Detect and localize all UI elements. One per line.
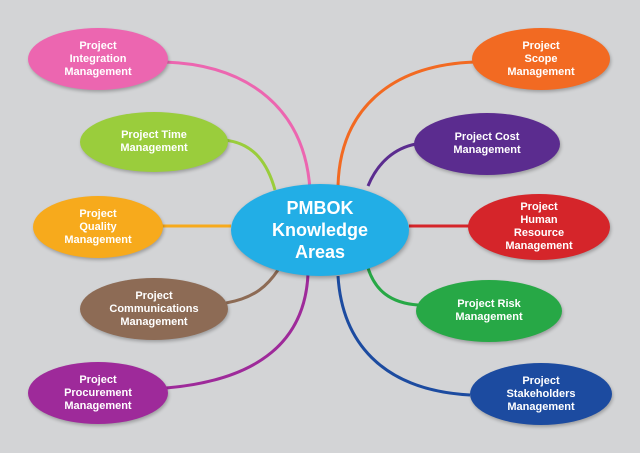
connector-stakeholders — [336, 275, 471, 397]
area-communications-label: Project Communications Management — [109, 289, 199, 328]
connector-time — [223, 138, 277, 191]
connector-communications — [225, 269, 280, 305]
area-scope[interactable]: Project Scope Management — [472, 28, 610, 90]
area-integration[interactable]: Project Integration Management — [28, 28, 168, 90]
area-human-resource-label: Project Human Resource Management — [505, 201, 573, 252]
connector-risk — [366, 267, 419, 307]
area-stakeholders-label: Project Stakeholders Management — [506, 374, 576, 413]
area-time-label: Project Time Management — [120, 129, 188, 154]
area-human-resource[interactable]: Project Human Resource Management — [468, 194, 610, 260]
connector-integration — [164, 60, 312, 191]
area-communications[interactable]: Project Communications Management — [80, 278, 228, 340]
connector-cost — [366, 142, 417, 187]
area-stakeholders[interactable]: Project Stakeholders Management — [470, 363, 612, 425]
area-procurement[interactable]: Project Procurement Management — [28, 362, 168, 424]
center-node[interactable]: PMBOK Knowledge Areas — [231, 184, 409, 276]
area-integration-label: Project Integration Management — [64, 39, 132, 78]
area-quality-label: Project Quality Management — [64, 207, 132, 246]
area-quality[interactable]: Project Quality Management — [33, 196, 163, 258]
area-risk[interactable]: Project Risk Management — [416, 280, 562, 342]
center-node-label: PMBOK Knowledge Areas — [271, 198, 368, 262]
area-scope-label: Project Scope Management — [507, 39, 575, 78]
area-time[interactable]: Project Time Management — [80, 112, 228, 172]
area-procurement-label: Project Procurement Management — [64, 373, 132, 412]
area-cost-label: Project Cost Management — [453, 131, 521, 156]
connector-procurement — [165, 273, 310, 390]
connector-scope — [336, 60, 476, 187]
area-risk-label: Project Risk Management — [455, 298, 523, 323]
area-cost[interactable]: Project Cost Management — [414, 113, 560, 175]
